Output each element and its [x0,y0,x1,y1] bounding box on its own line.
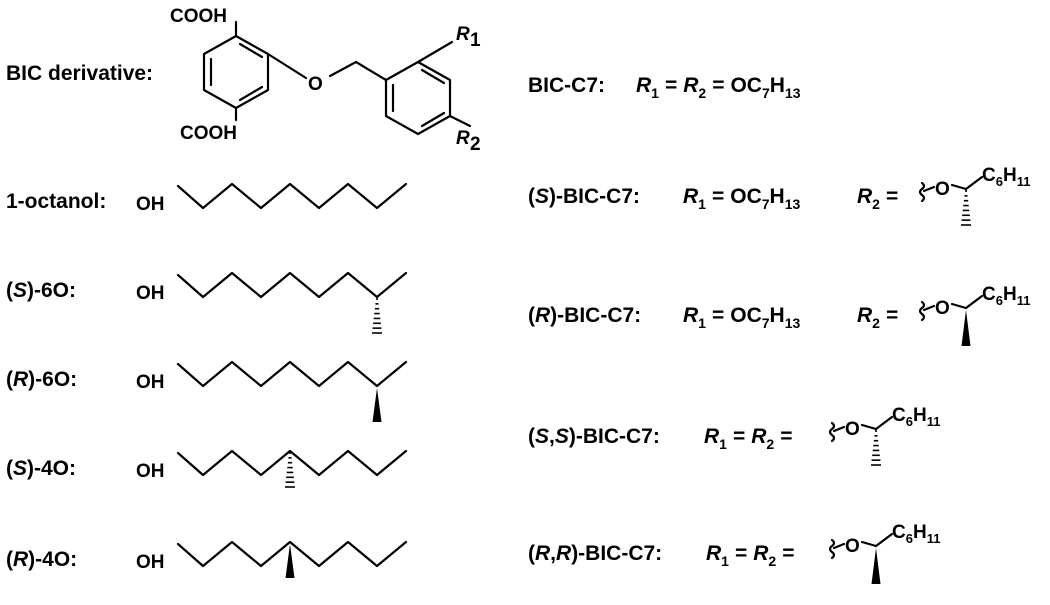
r1-subscript: 1 [470,30,481,51]
derivative-row: (S,S)-BIC-C7: R1=R2= O C6H11 [528,405,940,466]
methyl-wedged-bond [961,310,971,346]
alcohol-label: (S)-4O: [6,457,76,480]
bic-ring-b [384,60,452,136]
carbon-chain [176,540,408,568]
derivative-row: BIC-C7: R1=R2=OC7H13 [528,74,801,101]
c-chain-bond [964,175,984,191]
carbon-chain [176,360,408,388]
derivative-row: (R,R)-BIC-C7: R1=R2= O C6H11 [528,522,940,584]
alcohol-row: 1-octanol: OH [6,182,408,215]
alcohol-row: (S)-6O: OH [6,271,408,334]
hydroxyl-oh: OH [136,372,165,393]
hydroxyl-oh: OH [136,461,165,482]
carbon-chain [176,449,408,477]
hydroxyl-oh: OH [136,283,165,304]
methyl-wedged-bond [372,388,382,422]
bic-ring-b-inner-bonds [391,68,446,128]
methyl-hashed-bond [961,190,971,226]
alkoxy-substituent: O C6H11 [918,284,1030,346]
derivative-name: BIC-C7: [528,74,605,97]
o-c-bond [950,302,968,310]
bic-derivative-label: BIC derivative: [6,62,153,85]
substituent-oxygen: O [935,179,950,200]
derivative-name: (S)-BIC-C7: [528,185,640,208]
o-c-bond [860,423,878,431]
cooh-bottom: COOH [180,123,237,144]
c-chain-bond [874,532,894,548]
alcohol-row: (S)-4O: OH [6,449,408,488]
methyl-hashed-bond [871,430,881,466]
o-c-bond [860,540,878,548]
hydroxyl-oh: OH [136,552,165,573]
alkoxy-substituent: O C6H11 [918,165,1030,226]
o-c-bond [950,183,968,191]
r2-equation: R2= [857,185,898,212]
r2-subscript: 2 [470,134,481,155]
alcohol-label: (S)-6O: [6,279,76,302]
wavy-attachment-bond [828,421,836,443]
r2-bond [448,114,472,128]
methyl-hashed-bond [372,298,382,334]
c-chain-bond [964,294,984,310]
benzyl-bond [354,60,388,82]
bic-derivative-structure: BIC derivative: COOH COOH O R 1 R 2 [6,6,481,155]
carbon-chain [176,182,408,210]
r1-equation: R1=OC7H13 [683,304,800,331]
r1-label: R [456,24,470,45]
derivative-row: (R)-BIC-C7: R1=OC7H13 R2= O C6H11 [528,284,1030,346]
substituent-chain: C6H11 [892,405,940,429]
carbon-chain [176,271,408,299]
wavy-attachment-bond [918,300,926,322]
o-bond [922,304,936,312]
alcohol-row: (R)-4O: OH [6,540,408,578]
methyl-wedged-bond [285,544,295,578]
methyl-hashed-bond [285,452,295,488]
substituent-oxygen: O [845,536,860,557]
substituent-chain: C6H11 [982,165,1030,189]
hydroxyl-oh: OH [136,194,165,215]
derivative-name: (R,R)-BIC-C7: [528,542,662,565]
methyl-wedged-bond [871,548,881,584]
derivative-name: (S,S)-BIC-C7: [528,425,660,448]
substituent-oxygen: O [935,298,950,319]
r1-equation: R1=OC7H13 [683,185,800,212]
alcohol-list: 1-octanol:OH(S)-6O:OH(R)-6O:OH(S)-4O:OH(… [6,182,408,578]
o-bond [922,185,936,193]
ether-bond-1 [266,52,308,80]
o-bond [832,425,846,433]
ether-bond-2 [328,60,358,78]
substituent-oxygen: O [845,419,860,440]
alcohol-label: (R)-4O: [6,548,77,571]
derivative-name: (R)-BIC-C7: [528,304,641,327]
r-equation: R1=R2= [704,425,792,452]
r-equation: R1=R2=OC7H13 [636,74,801,101]
wavy-attachment-bond [828,538,836,560]
c-chain-bond [874,415,894,431]
r-equation: R1=R2= [706,542,794,569]
alcohol-label: 1-octanol: [6,190,106,213]
cooh-top: COOH [170,6,227,27]
r2-equation: R2= [857,304,898,331]
alkoxy-substituent: O C6H11 [828,405,940,466]
alcohol-label: (R)-6O: [6,368,77,391]
wavy-attachment-bond [918,181,926,203]
r1-bond [416,40,454,64]
substituent-chain: C6H11 [982,284,1030,308]
r2-label: R [456,128,470,149]
o-bond [832,542,846,550]
alkoxy-substituent: O C6H11 [828,522,940,584]
alcohol-row: (R)-6O: OH [6,360,408,422]
ether-oxygen: O [308,74,323,95]
derivative-row: (S)-BIC-C7: R1=OC7H13 R2= O C6H11 [528,165,1030,226]
bic-ring-a-inner-bonds [209,42,264,102]
bic-ring-a [202,34,270,110]
substituent-chain: C6H11 [892,522,940,546]
